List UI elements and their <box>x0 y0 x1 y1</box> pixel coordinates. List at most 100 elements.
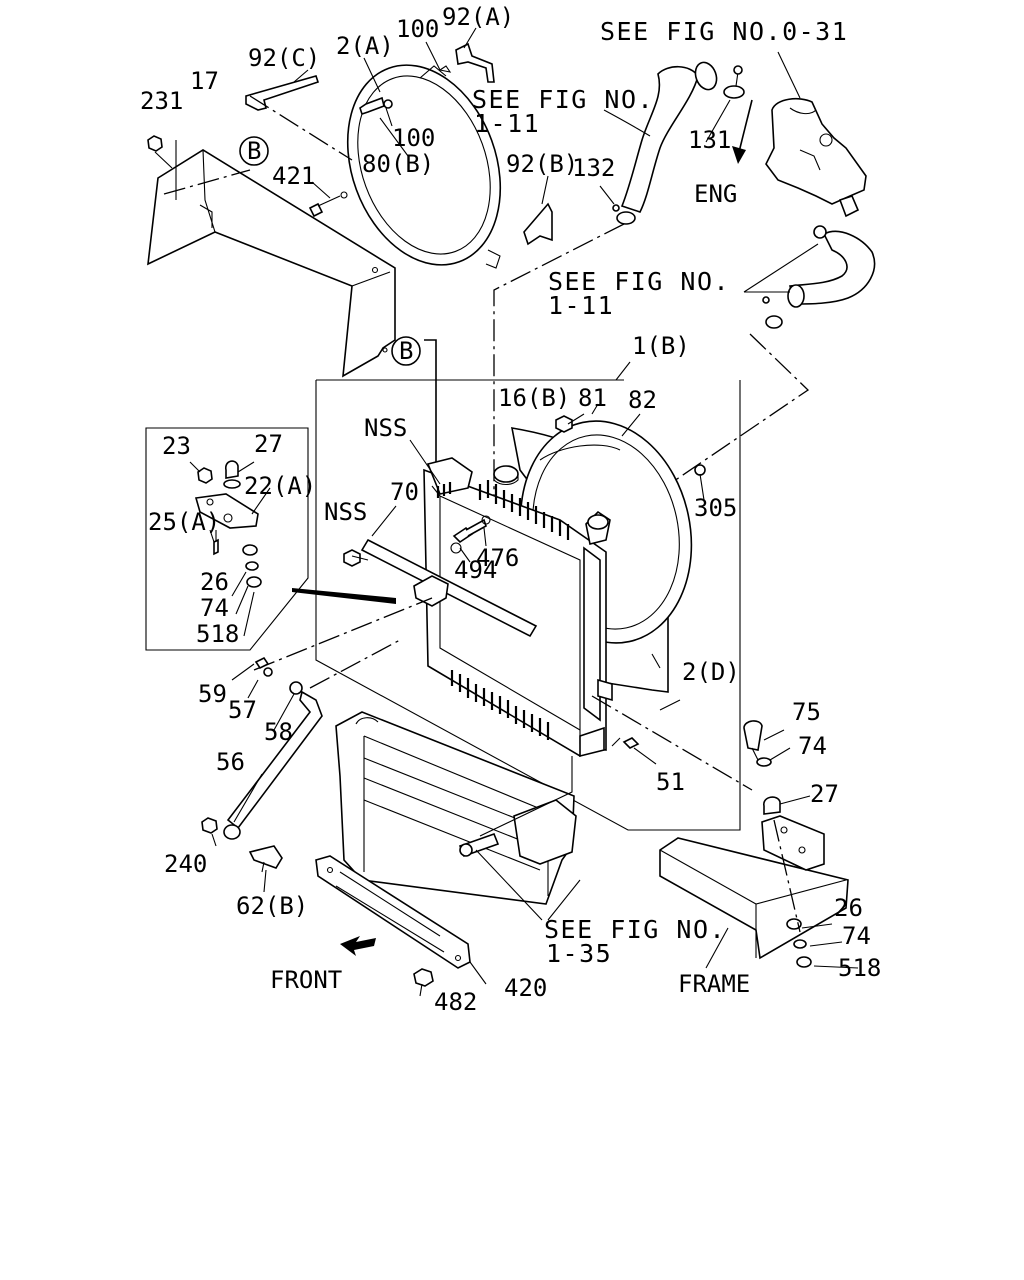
plate-420 <box>315 855 471 969</box>
nut-23 <box>197 467 213 484</box>
label-17: 17 <box>190 67 219 95</box>
circle-marker-b-lower <box>391 336 421 366</box>
bolt-75 <box>743 720 763 765</box>
inset-pointer <box>292 588 396 604</box>
intercooler <box>335 711 577 905</box>
shroud-upper-cover <box>147 149 396 378</box>
bolt-231 <box>147 135 173 169</box>
leader-1b <box>615 361 631 381</box>
stay-92c <box>245 75 320 111</box>
upper-tank-pipe <box>585 510 611 545</box>
label-482: 482 <box>434 988 477 1016</box>
dash-frame <box>773 819 801 933</box>
washers-26-74-518-inset <box>242 544 262 588</box>
label-74-inset: 74 <box>200 594 229 622</box>
label-2a: 2(A) <box>336 32 394 60</box>
engine-water-outlet <box>765 97 867 218</box>
label-62b: 62(B) <box>236 892 308 920</box>
ref-fig-1-35-line1: SEE FIG NO. <box>544 915 726 944</box>
frame-bracket <box>761 815 825 871</box>
label-494: 494 <box>454 556 497 584</box>
label-16b: 16(B) <box>498 384 570 412</box>
label-131: 131 <box>688 126 731 154</box>
label-74-frame: 74 <box>842 922 871 950</box>
leader-frame <box>705 927 729 969</box>
radiator-cap-16b <box>493 465 519 486</box>
ref-fig-1-35-line2: 1-35 <box>546 939 612 968</box>
ref-fig-0-31: SEE FIG NO.0-31 <box>600 17 848 46</box>
stay-rod-70 <box>360 538 538 638</box>
label-92b: 92(B) <box>506 150 578 178</box>
dash-58 <box>309 639 401 689</box>
dash-lower-hose <box>651 333 810 497</box>
washer-58 <box>289 681 303 695</box>
rubber-27-inset <box>223 460 241 489</box>
label-23: 23 <box>162 432 191 460</box>
label-420: 420 <box>504 974 547 1002</box>
label-100-mid: 100 <box>392 124 435 152</box>
leader-lines <box>189 27 859 997</box>
label-82: 82 <box>628 386 657 414</box>
label-240: 240 <box>164 850 207 878</box>
front-arrow <box>340 936 376 956</box>
label-132: 132 <box>572 154 615 182</box>
chassis-frame <box>659 837 849 960</box>
hose-clamp-131 <box>723 65 745 99</box>
label-518-inset: 518 <box>196 620 239 648</box>
hose-clamp-132 <box>612 204 636 225</box>
label-frame: FRAME <box>678 970 750 998</box>
label-421: 421 <box>272 162 315 190</box>
label-27-inset: 27 <box>254 430 283 458</box>
label-56: 56 <box>216 748 245 776</box>
leader-fig111a <box>603 109 651 137</box>
label-59: 59 <box>198 680 227 708</box>
label-74-side: 74 <box>798 732 827 760</box>
dash-59-57 <box>253 597 433 671</box>
lower-water-hose <box>762 225 876 329</box>
label-front: FRONT <box>270 966 342 994</box>
label-circle-b-upper: B <box>247 137 261 165</box>
drain-plug-305 <box>694 464 706 476</box>
label-27-frame: 27 <box>810 780 839 808</box>
label-nss-lower: NSS <box>324 498 367 526</box>
eng-arrow-shaft <box>737 99 753 157</box>
label-518-frame: 518 <box>838 954 881 982</box>
label-26-inset: 26 <box>200 568 229 596</box>
dash-b-upper <box>163 169 251 195</box>
nut-nss <box>343 549 361 567</box>
washer-74-side <box>756 757 772 767</box>
leader-fig111b <box>743 243 819 293</box>
ref-fig-1-11-lower-line2: 1-11 <box>548 291 614 320</box>
label-476: 476 <box>476 544 519 572</box>
bolt-59-57 <box>254 656 273 677</box>
label-70: 70 <box>390 478 419 506</box>
bolt-intercooler <box>458 832 500 858</box>
label-51: 51 <box>656 768 685 796</box>
bolt-476-494 <box>450 515 491 554</box>
label-26-frame: 26 <box>834 894 863 922</box>
label-100-top: 100 <box>396 15 439 43</box>
label-75: 75 <box>792 698 821 726</box>
leader-fig031 <box>777 51 801 99</box>
bracket-70 <box>413 575 449 607</box>
label-1b: 1(B) <box>632 332 690 360</box>
ref-fig-1-11-upper-line2: 1-11 <box>474 109 540 138</box>
bolt-81 <box>555 415 573 433</box>
circle-marker-b-upper <box>239 136 269 166</box>
radiator-fins <box>436 480 570 740</box>
label-57: 57 <box>228 696 257 724</box>
upper-radiator-hose <box>620 61 718 213</box>
label-231: 231 <box>140 87 183 115</box>
bolt-421 <box>308 191 348 218</box>
label-58: 58 <box>264 718 293 746</box>
bracket-92b <box>523 202 553 246</box>
label-81: 81 <box>578 384 607 412</box>
bolt-62b <box>248 845 283 873</box>
stay-rod-56 <box>223 690 323 840</box>
leader-51 <box>611 737 621 747</box>
dash-92c <box>249 95 353 161</box>
leader-intercooler <box>479 756 573 837</box>
rubber-27-frame <box>763 796 781 815</box>
label-305: 305 <box>694 494 737 522</box>
